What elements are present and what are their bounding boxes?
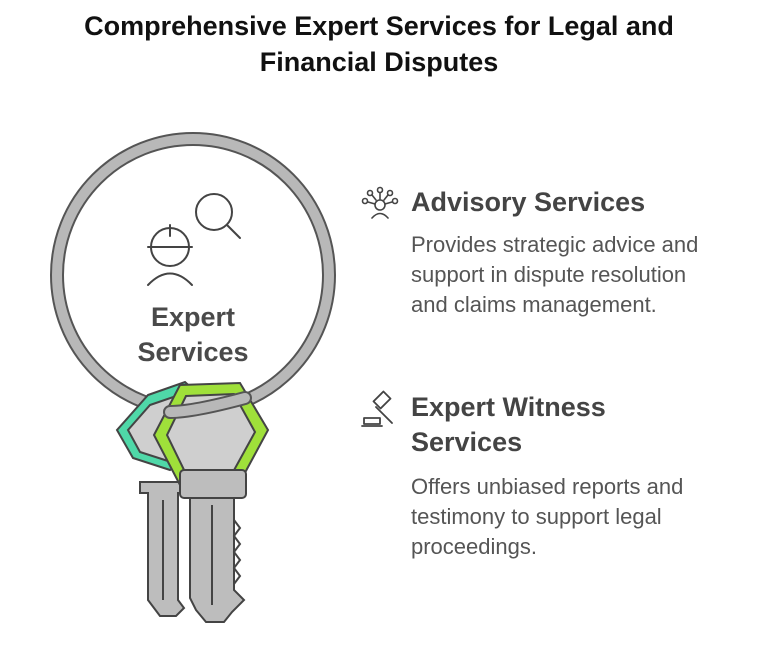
expert-witness-title-line-2: Services bbox=[411, 427, 523, 457]
page-title: Comprehensive Expert Services for Legal … bbox=[0, 8, 758, 80]
expert-witness-title: Expert Witness Services bbox=[411, 390, 720, 460]
title-line-2: Financial Disputes bbox=[259, 47, 499, 77]
advisory-title: Advisory Services bbox=[411, 187, 646, 217]
service-expert-witness: Expert Witness Services Offers unbiased … bbox=[360, 390, 720, 562]
title-line-1: Comprehensive Expert Services for Legal … bbox=[84, 11, 674, 41]
expert-witness-description: Offers unbiased reports and testimony to… bbox=[411, 474, 684, 559]
center-label: Expert Services bbox=[113, 300, 273, 370]
advisor-network-icon bbox=[361, 186, 399, 219]
gavel-icon bbox=[361, 390, 393, 427]
advisory-description: Provides strategic advice and support in… bbox=[411, 232, 699, 317]
center-label-line-1: Expert bbox=[150, 302, 236, 332]
service-advisory: Advisory Services Provides strategic adv… bbox=[360, 185, 720, 320]
center-label-line-2: Services bbox=[137, 337, 249, 367]
expert-witness-title-line-1: Expert Witness bbox=[411, 392, 606, 422]
expert-with-magnifier-icon bbox=[147, 193, 241, 286]
